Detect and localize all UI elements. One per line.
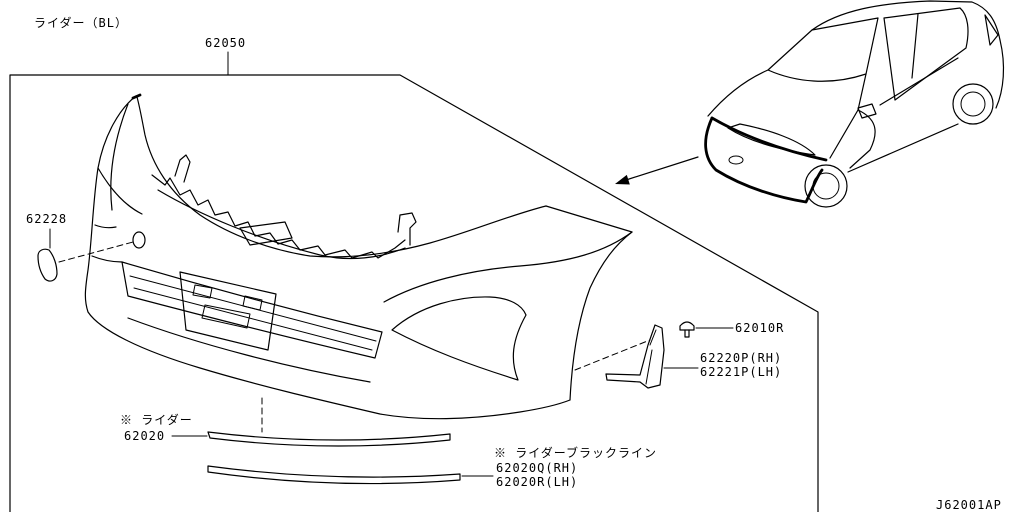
bumper-left-corner-line xyxy=(97,167,143,215)
bumper-right-side xyxy=(569,231,633,401)
left-side-line-lower xyxy=(91,255,123,263)
callout-cap: 62228 xyxy=(26,212,67,226)
upper-grille-band-inner xyxy=(157,189,406,260)
right-fog-pocket xyxy=(391,296,527,381)
vehicle-side-window xyxy=(883,7,969,101)
bumper-top-right-edge xyxy=(545,205,633,233)
location-arrowhead xyxy=(615,174,630,185)
lower-crease-line xyxy=(127,317,371,383)
vehicle-roof xyxy=(811,0,1001,41)
spoiler-strip xyxy=(207,431,451,447)
vehicle-hood-left xyxy=(707,69,769,117)
callout-spoiler-note: ※ ライダー xyxy=(120,412,193,427)
bumper-inner-left-edge xyxy=(110,103,129,211)
lower-grille-slat xyxy=(133,287,373,351)
vehicle-windshield xyxy=(767,17,879,82)
vehicle-rear-wheel xyxy=(952,83,994,125)
callout-clip: 62010R xyxy=(735,321,784,335)
vehicle-bumper-highlight xyxy=(704,116,824,204)
clip-part xyxy=(679,321,695,338)
side-bracket xyxy=(605,324,665,389)
vehicle-b-pillar xyxy=(911,13,919,79)
location-arrow-shaft xyxy=(625,156,699,181)
lower-grille-opening xyxy=(121,261,383,359)
vehicle-sill xyxy=(847,123,959,173)
plate-mount-slot xyxy=(192,284,213,299)
vehicle-front-fender xyxy=(849,109,876,169)
license-plate-mount xyxy=(179,271,277,351)
upper-grille-band xyxy=(151,174,406,259)
callout-black-line-rh: 62020Q(RH) xyxy=(496,461,578,475)
left-mount-bracket xyxy=(174,154,191,183)
figure-code: J62001AP xyxy=(936,498,1002,512)
vehicle-locator-illustration xyxy=(704,0,1005,208)
clip-head xyxy=(679,321,695,331)
bracket-install-line xyxy=(574,339,651,371)
left-side-line-upper xyxy=(94,224,117,229)
cap-part xyxy=(37,248,58,282)
vehicle-door-line xyxy=(879,57,959,106)
callout-spoiler: 62020 xyxy=(124,429,165,443)
side-bracket-edge xyxy=(645,329,657,385)
vehicle-emblem xyxy=(728,155,744,165)
clip-stem xyxy=(684,329,690,338)
bumper-hood-line xyxy=(136,96,547,258)
assembly-frame xyxy=(9,74,819,512)
cap-install-line xyxy=(58,241,134,263)
callout-bracket-rh: 62220P(RH) xyxy=(700,351,782,365)
side-bracket-body xyxy=(605,324,665,389)
plate-mount-slot xyxy=(242,295,263,311)
callout-front-bumper: 62050 xyxy=(205,36,246,50)
fender-character-line xyxy=(383,231,633,303)
black-line-strip xyxy=(207,465,461,485)
center-mount-bracket xyxy=(239,221,293,246)
vehicle-rear-wheel-hub xyxy=(960,91,986,117)
vehicle-headlight xyxy=(727,123,816,156)
title-note: ライダー（BL） xyxy=(34,15,128,30)
vehicle-rear xyxy=(995,39,1005,109)
right-mount-bracket xyxy=(397,212,417,246)
fog-hole xyxy=(132,231,146,249)
vehicle-bumper-top-highlight xyxy=(710,116,828,162)
vehicle-mirror xyxy=(857,103,877,119)
vehicle-front-wheel xyxy=(804,164,848,208)
callout-black-line-lh: 62020R(LH) xyxy=(496,475,578,489)
callout-black-line-note: ※ ライダーブラックライン xyxy=(494,445,657,460)
bumper-top-tip xyxy=(131,93,142,100)
plate-mount-slot xyxy=(201,304,251,329)
callout-bracket-lh: 62221P(LH) xyxy=(700,365,782,379)
bumper-outer-profile xyxy=(84,95,571,420)
vehicle-rear-lamp xyxy=(984,14,999,46)
front-bumper xyxy=(84,93,633,420)
